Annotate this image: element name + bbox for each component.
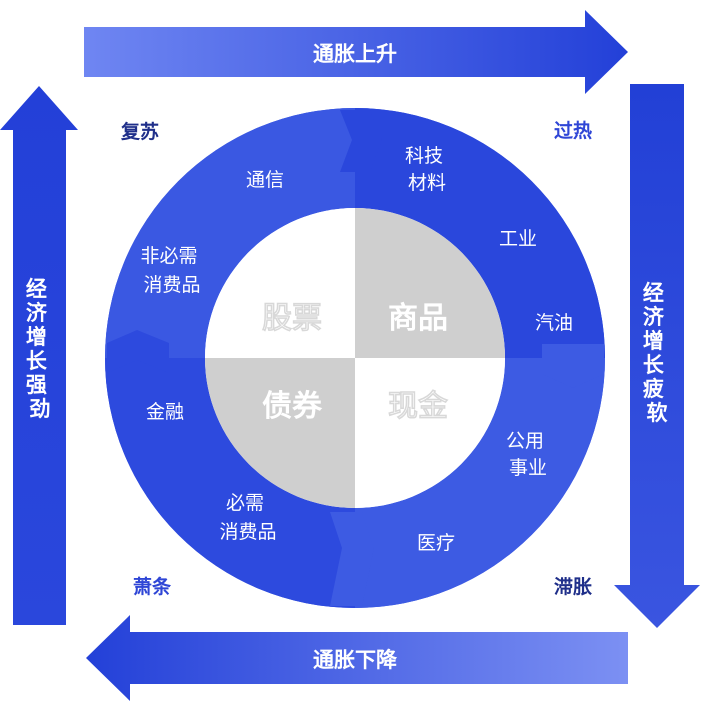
arrow-right-char-1: 经 xyxy=(643,281,664,305)
asset-cash: 现金 xyxy=(388,389,449,424)
quadrant-bonds xyxy=(205,358,355,508)
sector-staples-line1: 必需 xyxy=(226,492,264,514)
sector-telecom: 通信 xyxy=(246,169,284,191)
arrow-right-label: 经 济 增 长 疲 软 xyxy=(643,281,671,425)
arrow-right-char-4: 长 xyxy=(643,353,665,377)
arrow-right-char-5: 疲 xyxy=(643,377,664,401)
sector-industrial: 工业 xyxy=(499,228,537,250)
chevron-left xyxy=(107,330,169,373)
chevron-bottom xyxy=(330,512,374,606)
quadrant-commodities xyxy=(355,208,505,358)
sector-discretionary-line1: 非必需 xyxy=(140,245,197,267)
sector-oil: 汽油 xyxy=(535,312,573,334)
arrow-left: 经 济 增 长 强 劲 xyxy=(0,86,78,625)
sector-healthcare: 医疗 xyxy=(417,532,455,554)
sector-utilities-line1: 公用 xyxy=(506,430,544,452)
arrow-left-char-5: 强 xyxy=(26,373,47,397)
arrow-right: 经 济 增 长 疲 软 xyxy=(614,84,700,628)
sector-finance: 金融 xyxy=(146,401,184,423)
asset-stocks: 股票 xyxy=(262,301,322,336)
phase-recession: 萧条 xyxy=(133,575,172,598)
sector-tech: 科技 xyxy=(405,145,443,167)
arrow-top-label: 通胀上升 xyxy=(313,42,397,66)
sector-staples-line2: 消费品 xyxy=(219,521,276,543)
sector-utilities-line2: 事业 xyxy=(509,457,547,479)
asset-bonds: 债券 xyxy=(262,389,323,424)
arrow-bottom: 通胀下降 xyxy=(86,615,628,701)
arrow-right-char-3: 增 xyxy=(643,329,664,353)
arrow-left-char-6: 劲 xyxy=(30,397,51,421)
sector-discretionary-line2: 消费品 xyxy=(143,274,200,296)
quadrant-stocks xyxy=(205,208,355,358)
arrow-right-char-2: 济 xyxy=(643,305,665,329)
arrow-left-char-2: 济 xyxy=(26,301,48,325)
phase-recovery: 复苏 xyxy=(120,120,159,143)
asset-commodities: 商品 xyxy=(388,301,448,336)
arrow-left-char-1: 经 xyxy=(26,277,47,301)
arrow-left-char-3: 增 xyxy=(26,325,47,349)
arrow-right-char-6: 软 xyxy=(647,401,668,425)
sector-tech-materials: 科技 材料 xyxy=(405,145,449,194)
arrow-top: 通胀上升 xyxy=(84,10,628,94)
sector-materials: 材料 xyxy=(408,172,446,194)
arrow-left-label: 经 济 增 长 强 劲 xyxy=(26,277,54,421)
asset-circle xyxy=(205,208,505,508)
phase-overheat: 过热 xyxy=(554,119,592,142)
quadrant-cash xyxy=(355,358,505,508)
phase-stagflation: 滞胀 xyxy=(554,576,592,598)
chevron-right xyxy=(542,344,604,388)
chevron-top xyxy=(340,110,382,172)
arrow-bottom-label: 通胀下降 xyxy=(313,648,398,672)
arrow-left-char-4: 长 xyxy=(26,349,48,373)
sector-utilities: 公用 事业 xyxy=(506,430,550,479)
sector-staples: 必需 消费品 xyxy=(219,492,276,543)
sector-discretionary: 非必需 消费品 xyxy=(140,245,203,296)
